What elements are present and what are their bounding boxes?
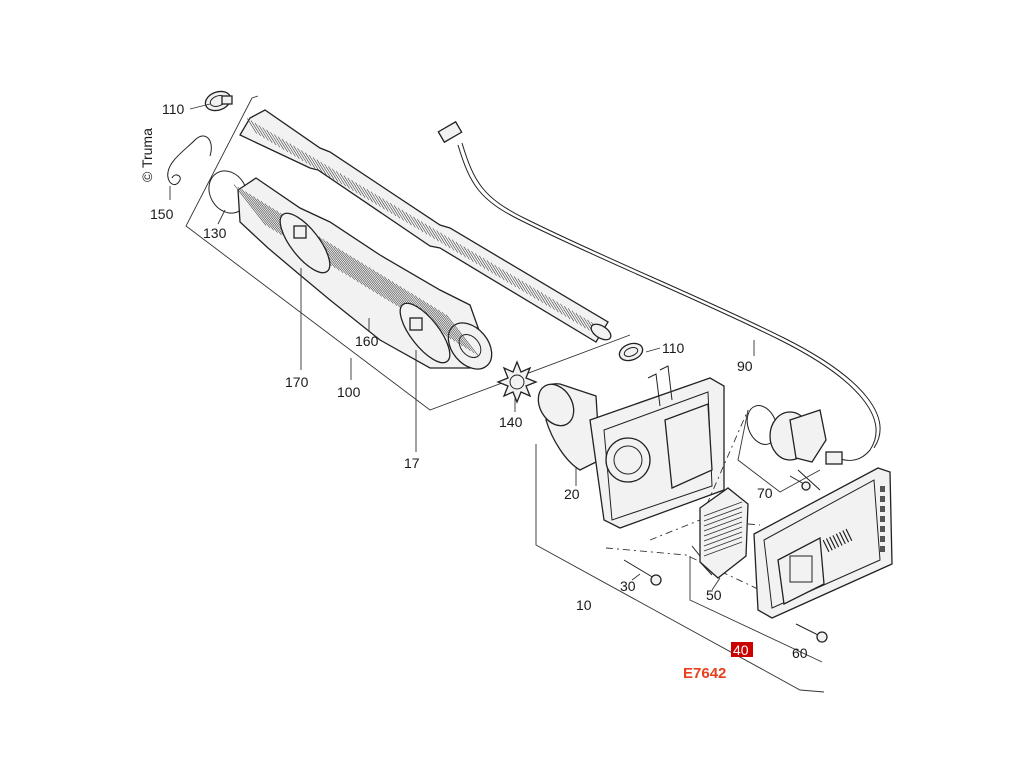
panel-indicator-leds (880, 486, 885, 552)
cable-90 (437, 120, 881, 465)
screw-30 (623, 559, 662, 586)
assembly-100-frame-top (251, 95, 259, 99)
housing-20 (537, 365, 725, 529)
screw-60 (795, 623, 828, 643)
label-20: 20 (564, 486, 580, 502)
hose-ribs (246, 118, 606, 340)
hose-160 (233, 177, 493, 370)
label-90: 90 (737, 358, 753, 374)
fan-unit-70 (746, 405, 827, 491)
assembly-100-frame (185, 97, 631, 411)
label-100: 100 (337, 384, 361, 400)
label-60: 60 (792, 645, 808, 661)
label-150: 150 (150, 206, 174, 222)
star-washer-140 (496, 360, 538, 404)
long-hose (239, 109, 612, 343)
label-10: 10 (576, 597, 592, 613)
drawing-code: E7642 (683, 665, 726, 682)
label-170: 170 (285, 374, 309, 390)
label-160: 160 (355, 333, 379, 349)
control-panel-40: |||||||| (753, 467, 893, 619)
label-110-top: 110 (162, 101, 185, 117)
label-140: 140 (499, 414, 523, 430)
fan-frame (737, 409, 821, 493)
copyright-text: © Truma (139, 128, 155, 182)
label-40-highlight (731, 642, 753, 657)
label-30: 30 (620, 578, 636, 594)
clamp-110-lower (618, 342, 644, 362)
leader-lines (189, 103, 825, 693)
label-50: 50 (706, 587, 722, 603)
screw-fan (789, 475, 811, 491)
label-17: 17 (404, 455, 420, 471)
clamp-110-top (204, 90, 233, 112)
label-130: 130 (203, 225, 227, 241)
label-40: 40 (733, 642, 749, 658)
label-110-lower: 110 (662, 340, 685, 356)
grille-50 (691, 487, 749, 579)
spring-clip-150 (167, 135, 212, 185)
label-70: 70 (757, 485, 773, 501)
assembly-dash-b (605, 547, 761, 591)
grille-slats (703, 501, 743, 557)
